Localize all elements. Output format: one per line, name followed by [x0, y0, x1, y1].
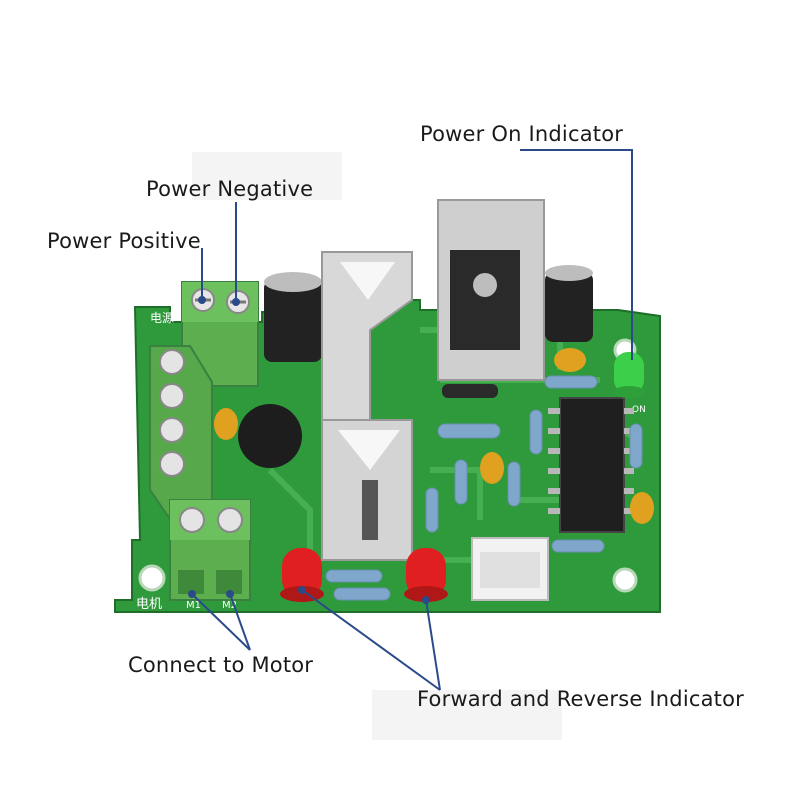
silkscreen-motor: 电机	[136, 597, 162, 612]
mounting-hole	[612, 567, 638, 593]
reverse-led	[404, 548, 448, 602]
label-forward-reverse-indicator: Forward and Reverse Indicator	[417, 687, 744, 711]
motor-leader-2	[229, 593, 251, 651]
motor-leader-1	[191, 593, 251, 651]
side-terminal-block	[149, 345, 213, 523]
ceramic-capacitor	[214, 408, 238, 440]
power-on-led	[613, 352, 645, 398]
fwd-leader	[301, 589, 441, 691]
leader-lines	[191, 149, 633, 691]
resistors	[325, 375, 643, 601]
ceramic-capacitor	[480, 452, 504, 484]
silkscreen-power: 电源	[150, 311, 174, 325]
label-backdrop	[372, 690, 562, 740]
power-diode	[238, 404, 302, 468]
silkscreen-on: ON	[632, 405, 646, 415]
electrolytic-capacitor	[545, 265, 593, 342]
diode	[442, 384, 498, 398]
ceramic-capacitor	[630, 492, 654, 524]
motor-terminal-block	[169, 499, 251, 601]
mounting-hole	[138, 564, 166, 592]
label-power-positive: Power Positive	[47, 229, 201, 253]
jst-connector	[471, 537, 549, 601]
regulator-heatsink	[437, 199, 545, 381]
electrolytic-capacitor	[264, 272, 322, 362]
ic-chip	[548, 397, 634, 533]
label-connect-to-motor: Connect to Motor	[128, 653, 314, 677]
ceramic-capacitor	[554, 348, 586, 372]
rev-leader	[425, 599, 441, 691]
label-power-on-indicator: Power On Indicator	[420, 122, 624, 146]
power-on-leader	[520, 149, 633, 360]
silkscreen-m1: M1	[186, 600, 201, 611]
leader-dots	[188, 296, 430, 604]
silkscreen-m2: M2	[222, 600, 237, 611]
label-backdrop	[192, 152, 342, 200]
label-power-negative: Power Negative	[146, 177, 314, 201]
heatsink	[321, 419, 413, 561]
